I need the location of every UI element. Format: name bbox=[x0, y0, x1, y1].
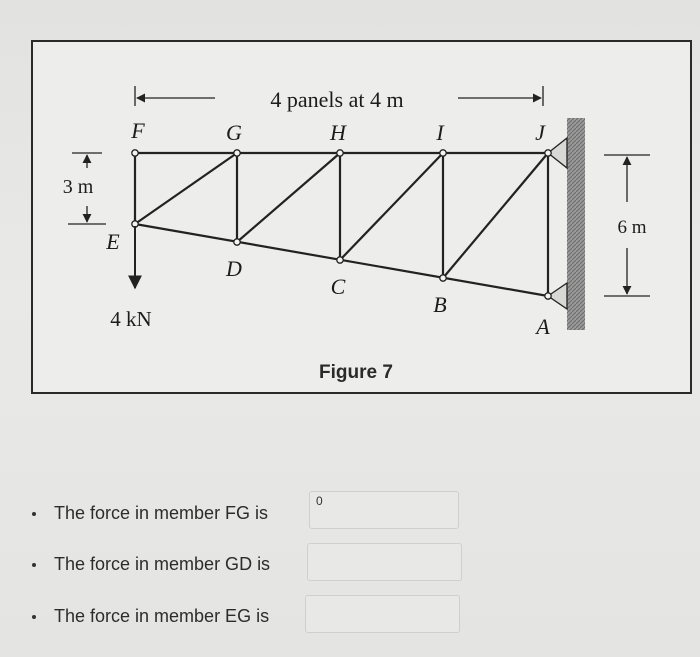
question-gd: The force in member GD is bbox=[32, 554, 270, 575]
figure-caption: Figure 7 bbox=[319, 362, 393, 383]
load-label: 4 kN bbox=[110, 307, 151, 331]
member-bj bbox=[442, 152, 549, 279]
joint-label-d: D bbox=[225, 256, 242, 281]
right-dimension bbox=[604, 154, 650, 297]
joint-j bbox=[544, 149, 552, 157]
question-eg: The force in member EG is bbox=[32, 606, 269, 627]
question-fg: The force in member FG is bbox=[32, 503, 268, 524]
joint-c bbox=[336, 256, 344, 264]
truss-members bbox=[133, 151, 550, 298]
joint-label-i: I bbox=[435, 120, 445, 145]
support-a bbox=[546, 281, 568, 311]
joint-label-f: F bbox=[130, 118, 145, 143]
wall bbox=[567, 118, 585, 330]
panels-dimension bbox=[134, 86, 544, 106]
bullet bbox=[32, 562, 36, 567]
joint-d bbox=[233, 238, 241, 246]
joint-label-g: G bbox=[226, 120, 242, 145]
dimension-right-label: 6 m bbox=[617, 217, 646, 238]
bullet bbox=[32, 511, 36, 516]
joint-g bbox=[233, 149, 241, 157]
joint-b bbox=[439, 274, 447, 282]
question-gd-text: The force in member GD is bbox=[54, 554, 271, 574]
question-fg-text: The force in member FG is bbox=[54, 503, 269, 523]
joint-h bbox=[336, 149, 344, 157]
joint-label-a: A bbox=[534, 314, 550, 339]
answer-gd-input[interactable] bbox=[307, 543, 462, 581]
answer-fg-input[interactable] bbox=[309, 491, 459, 529]
member-ci bbox=[339, 152, 444, 261]
joint-a bbox=[544, 292, 552, 300]
question-eg-text: The force in member EG is bbox=[54, 606, 270, 626]
left-dimension bbox=[68, 152, 106, 225]
joint-label-j: J bbox=[535, 120, 546, 145]
joint-label-b: B bbox=[433, 292, 446, 317]
joint-label-e: E bbox=[105, 229, 120, 254]
support-j bbox=[546, 136, 568, 170]
joint-label-h: H bbox=[329, 120, 347, 145]
dimension-left-label: 3 m bbox=[63, 176, 94, 198]
bullet bbox=[32, 614, 36, 619]
joint-f bbox=[131, 149, 139, 157]
dimension-panels-label: 4 panels at 4 m bbox=[270, 87, 403, 112]
member-dh bbox=[236, 152, 341, 243]
joint-label-c: C bbox=[331, 274, 346, 299]
answer-eg-input[interactable] bbox=[305, 595, 460, 633]
joint-i bbox=[439, 149, 447, 157]
member-eg bbox=[134, 152, 238, 225]
